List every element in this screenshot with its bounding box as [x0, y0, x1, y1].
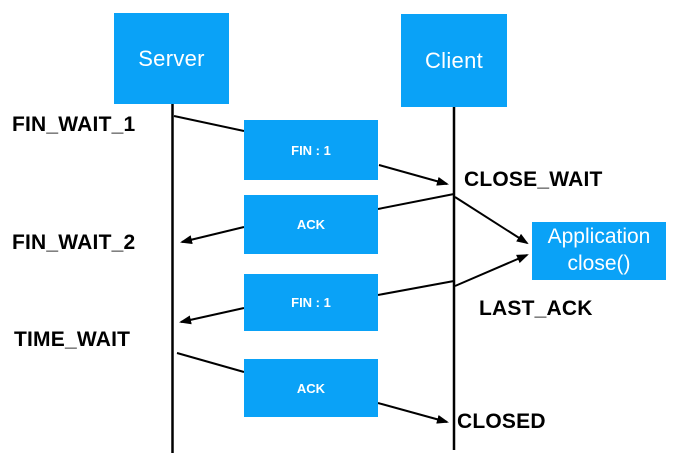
message-box-fin1-client-to-server: FIN : 1	[244, 274, 378, 331]
state-label-time-wait: TIME_WAIT	[14, 328, 131, 351]
app-close-arrow-upper	[454, 196, 529, 245]
msg1-fin-line-start	[173, 115, 245, 132]
message-label: FIN : 1	[291, 295, 331, 310]
state-label-close-wait: CLOSE_WAIT	[464, 168, 603, 191]
state-label-fin-wait-1: FIN_WAIT_1	[12, 113, 136, 136]
message-label: ACK	[296, 217, 326, 232]
message-label: FIN : 1	[291, 142, 331, 158]
message-box-ack-server-to-client: ACK	[244, 359, 378, 417]
msg1-fin-arrow	[378, 164, 449, 186]
msg2-ack-line-start	[377, 193, 455, 210]
client-actor-label: Client	[424, 47, 484, 73]
application-close-line1: Application	[547, 225, 651, 249]
message-box-fin1-server-to-client: FIN : 1	[244, 120, 378, 180]
application-close-line2: close()	[567, 252, 631, 275]
msg4-ack-arrow	[377, 402, 449, 424]
state-label-closed: CLOSED	[457, 410, 546, 433]
msg3-fin-arrow	[179, 307, 245, 325]
msg2-ack-arrow	[180, 226, 245, 245]
server-actor-box: Server	[114, 13, 229, 104]
app-close-arrow-lower	[454, 254, 529, 287]
msg3-fin-line-start	[377, 280, 455, 296]
msg4-ack-line-start	[176, 352, 245, 373]
message-box-ack-client-to-server: ACK	[244, 195, 378, 254]
state-label-last-ack: LAST_ACK	[479, 297, 593, 320]
state-label-fin-wait-2: FIN_WAIT_2	[12, 231, 136, 254]
application-close-box: Application close()	[532, 222, 666, 280]
server-actor-label: Server	[138, 45, 205, 71]
client-actor-box: Client	[401, 14, 507, 107]
message-label: ACK	[296, 380, 326, 396]
